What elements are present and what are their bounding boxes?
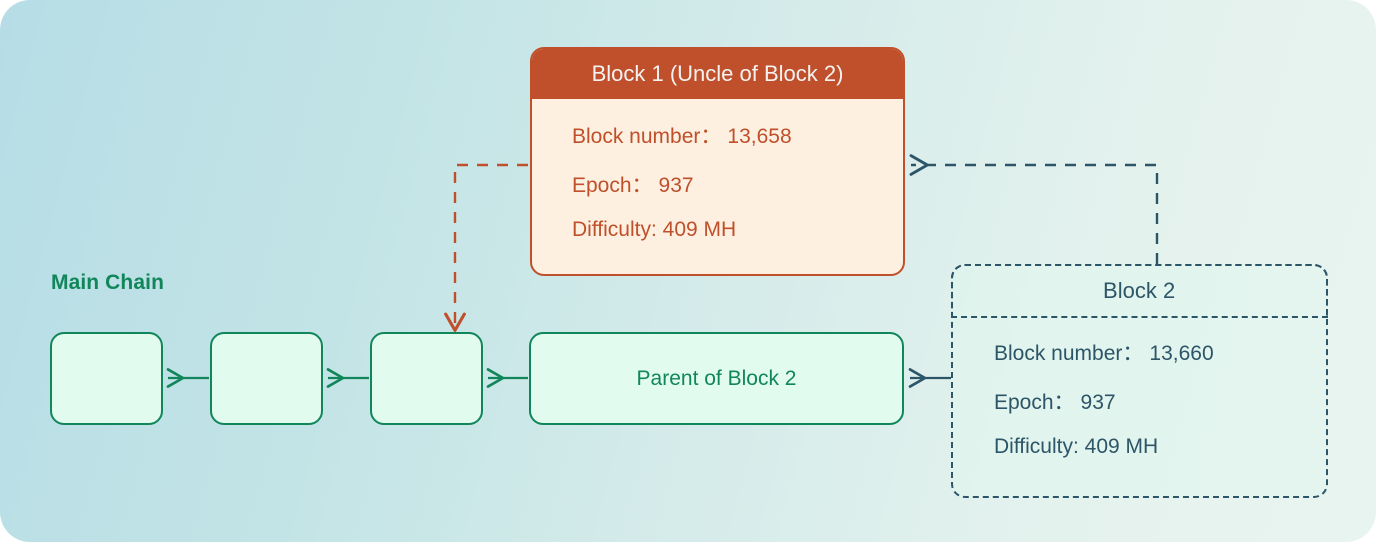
parent-of-block-2-node[interactable]: Parent of Block 2 <box>529 332 904 425</box>
uncle-block-epoch-value: 937 <box>658 174 694 197</box>
block-2-number-label: Block number： <box>994 342 1144 365</box>
uncle-block-title: Block 1 (Uncle of Block 2) <box>591 61 844 86</box>
block-2-number-value: 13,660 <box>1149 342 1214 365</box>
chain-block-3[interactable] <box>370 332 483 425</box>
uncle-block-epoch-label: Epoch： <box>572 174 653 197</box>
block-2-epoch-label: Epoch： <box>994 391 1075 414</box>
uncle-block-epoch-row: Epoch：937 <box>572 169 903 199</box>
main-chain-label: Main Chain <box>51 271 165 294</box>
block-2-card[interactable]: Block 2 Block number：13,660 Epoch：937 Di… <box>950 263 1328 498</box>
uncle-block-number-row: Block number：13,658 <box>572 120 903 150</box>
chain-block-1[interactable] <box>50 332 163 425</box>
arrow-block2-to-uncle <box>909 154 1159 264</box>
uncle-block-difficulty-row: Difficulty: 409 MH <box>572 218 903 242</box>
block-2-difficulty-row: Difficulty: 409 MH <box>994 435 1326 459</box>
uncle-block-number-value: 13,658 <box>727 125 792 148</box>
block-2-title: Block 2 <box>1103 277 1176 303</box>
block-2-epoch-row: Epoch：937 <box>994 386 1326 416</box>
arrow-uncle-to-chain <box>455 163 528 328</box>
parent-of-block-2-label: Parent of Block 2 <box>636 366 797 390</box>
uncle-block-number-label: Block number： <box>572 125 722 148</box>
block-2-header: Block 2 <box>950 263 1328 318</box>
block-2-difficulty-label: Difficulty: 409 MH <box>994 435 1159 458</box>
uncle-block-difficulty-label: Difficulty: 409 MH <box>572 218 737 241</box>
block-2-number-row: Block number：13,660 <box>994 337 1326 367</box>
chain-block-2[interactable] <box>210 332 323 425</box>
uncle-block-header: Block 1 (Uncle of Block 2) <box>532 49 903 99</box>
uncle-block-card[interactable]: Block 1 (Uncle of Block 2) Block number：… <box>530 47 905 276</box>
uncle-block-body: Block number：13,658 Epoch：937 Difficulty… <box>532 99 903 242</box>
block-2-epoch-value: 937 <box>1080 391 1116 414</box>
block-2-body: Block number：13,660 Epoch：937 Difficulty… <box>953 266 1326 459</box>
